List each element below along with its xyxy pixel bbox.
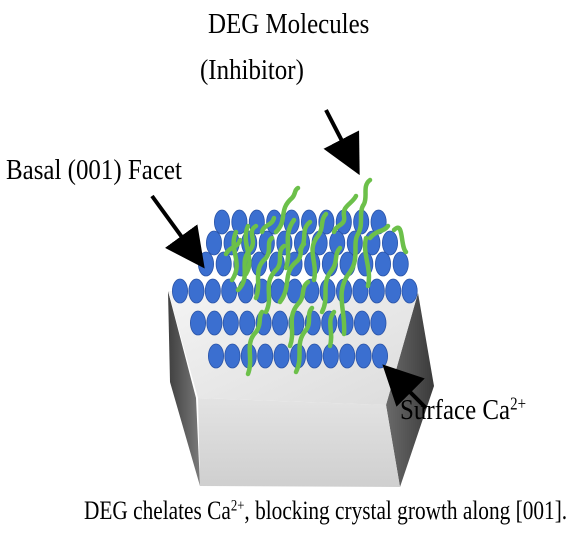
annotation-arrows bbox=[150, 109, 428, 410]
deg-chain bbox=[259, 215, 277, 235]
ca-ion bbox=[368, 278, 385, 304]
ca-ion bbox=[353, 310, 370, 336]
ca-ion bbox=[206, 310, 223, 336]
deg-chain bbox=[310, 211, 329, 283]
caption-part-1: DEG chelates Ca bbox=[84, 496, 231, 525]
ca-ion bbox=[381, 230, 398, 256]
deg-chain bbox=[273, 185, 301, 235]
ca-ion bbox=[371, 343, 388, 369]
surface-ca-label: Surface Ca2+ bbox=[400, 393, 527, 426]
basal-facet-label: Basal (001) Facet bbox=[6, 154, 182, 186]
ca-ion bbox=[171, 278, 188, 304]
deg-chain bbox=[235, 223, 259, 293]
deg-chain bbox=[283, 217, 297, 271]
deg-chain bbox=[319, 245, 343, 315]
deg-chain bbox=[229, 229, 239, 283]
ca-ion bbox=[385, 278, 402, 304]
ca-ion bbox=[237, 278, 254, 304]
ca-ion bbox=[239, 310, 256, 336]
ca-ion bbox=[339, 343, 356, 369]
caption-part-2: , blocking crystal growth along [001]. bbox=[244, 496, 567, 525]
ca-ion bbox=[231, 209, 248, 235]
ca-ion bbox=[273, 343, 290, 369]
ca-ion bbox=[257, 343, 274, 369]
deg-chain bbox=[339, 177, 373, 337]
caption: DEG chelates Ca2+, blocking crystal grow… bbox=[84, 498, 567, 524]
ca-ion bbox=[222, 310, 239, 336]
ca-ion bbox=[189, 310, 206, 336]
ca-ion bbox=[374, 251, 391, 277]
surface-ca-charge: 2+ bbox=[510, 393, 527, 414]
ca-ion bbox=[213, 209, 230, 235]
deg-chain bbox=[253, 235, 275, 301]
arrow-to-surface-ca bbox=[382, 364, 428, 410]
ca-ion bbox=[204, 278, 221, 304]
deg-chain bbox=[293, 305, 315, 375]
deg-molecule-chains bbox=[223, 177, 409, 377]
crystal-front-face bbox=[198, 398, 400, 487]
deg-molecules-label: DEG Molecules bbox=[208, 8, 370, 40]
ca-ion bbox=[370, 310, 387, 336]
arrow-to-basal-facet bbox=[150, 194, 205, 269]
ca-ion bbox=[352, 278, 369, 304]
ca-ion bbox=[207, 343, 224, 369]
diagram-canvas: DEG Molecules (Inhibitor) Basal (001) Fa… bbox=[6, 8, 567, 524]
ca-ion bbox=[205, 230, 222, 256]
deg-chain bbox=[331, 193, 359, 235]
ca-ion bbox=[224, 343, 241, 369]
ca-ion bbox=[197, 251, 214, 277]
ca-ion bbox=[355, 343, 372, 369]
deg-chain bbox=[362, 235, 372, 289]
inhibitor-label: (Inhibitor) bbox=[200, 54, 304, 86]
ca-ion bbox=[306, 343, 323, 369]
surface-ca-text: Surface Ca bbox=[400, 394, 511, 426]
crystal-diagram bbox=[150, 109, 434, 487]
deg-chain bbox=[327, 309, 337, 349]
deg-chain bbox=[391, 225, 409, 255]
deg-chain bbox=[263, 243, 287, 315]
ca-ion bbox=[215, 251, 232, 277]
deg-chain bbox=[367, 223, 391, 241]
ca-ion bbox=[188, 278, 205, 304]
ca-ion bbox=[401, 278, 418, 304]
ca-ion bbox=[271, 310, 288, 336]
caption-charge: 2+ bbox=[230, 497, 245, 515]
arrow-to-deg bbox=[323, 109, 360, 176]
ca-ion bbox=[392, 251, 409, 277]
crystal-left-face bbox=[168, 291, 200, 486]
ca-ion bbox=[221, 278, 238, 304]
deg-chain bbox=[245, 309, 265, 377]
deg-chain bbox=[287, 279, 311, 349]
deg-chain bbox=[223, 237, 243, 257]
deg-chain bbox=[297, 219, 313, 253]
